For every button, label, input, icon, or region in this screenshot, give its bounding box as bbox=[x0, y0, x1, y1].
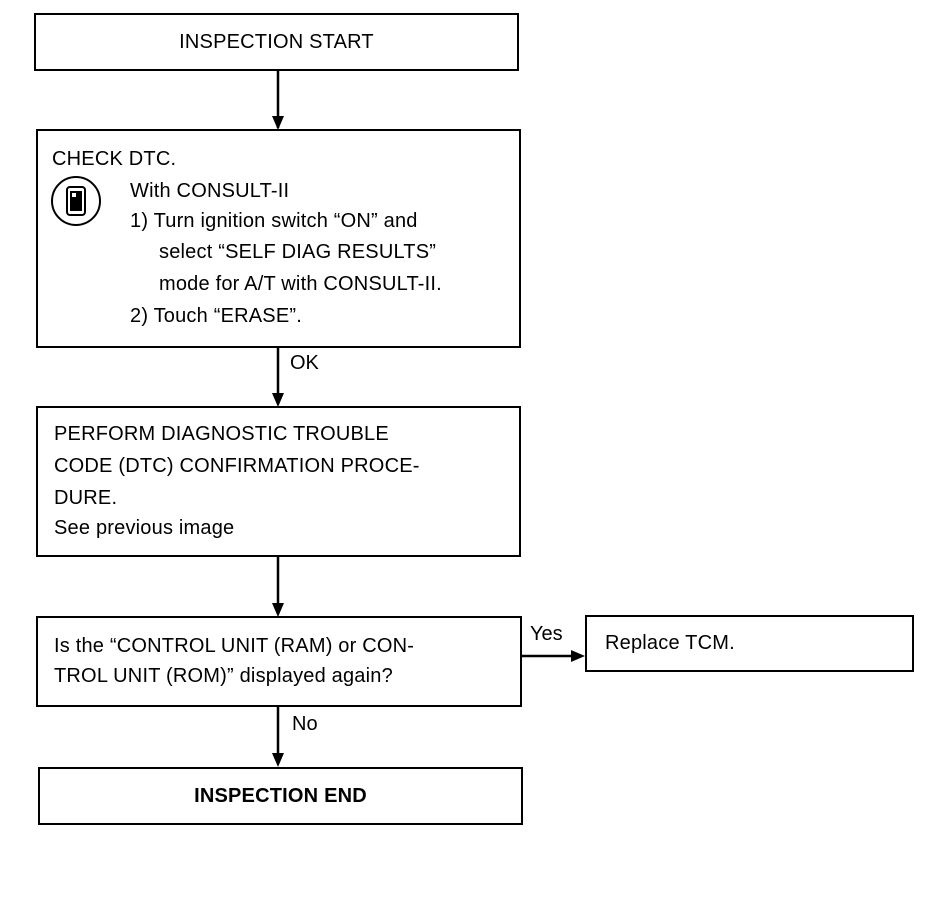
perform-line2: CODE (DTC) CONFIRMATION PROCE- bbox=[54, 455, 420, 477]
arrowhead-question-to-end bbox=[272, 753, 284, 767]
step1-line1: 1) Turn ignition switch “ON” and bbox=[130, 210, 418, 232]
arrowhead-start-to-check bbox=[272, 116, 284, 130]
replace-tcm-box: Replace TCM. bbox=[585, 615, 914, 672]
step1-line2: select “SELF DIAG RESULTS” bbox=[159, 241, 437, 263]
consult-ii-icon bbox=[51, 176, 101, 226]
question-line1: Is the “CONTROL UNIT (RAM) or CON- bbox=[54, 635, 415, 657]
step1-line3: mode for A/T with CONSULT-II. bbox=[159, 273, 442, 295]
end-box: INSPECTION END bbox=[38, 767, 523, 825]
arrowhead-perform-to-question bbox=[272, 603, 284, 617]
perform-line1: PERFORM DIAGNOSTIC TROUBLE bbox=[54, 423, 389, 445]
check-dtc-box: CHECK DTC. With CONSULT-II 1) Turn ignit… bbox=[36, 129, 521, 348]
with-consult-label: With CONSULT-II bbox=[130, 180, 290, 202]
edge-label-no: No bbox=[292, 713, 318, 735]
arrowhead-question-to-replace bbox=[571, 650, 585, 662]
arrowhead-check-to-perform bbox=[272, 393, 284, 407]
end-label: INSPECTION END bbox=[194, 785, 367, 807]
replace-tcm-label: Replace TCM. bbox=[605, 632, 735, 654]
question-line2: TROL UNIT (ROM)” displayed again? bbox=[54, 665, 393, 687]
perform-box: PERFORM DIAGNOSTIC TROUBLE CODE (DTC) CO… bbox=[36, 406, 521, 557]
question-box: Is the “CONTROL UNIT (RAM) or CON- TROL … bbox=[36, 616, 522, 707]
start-box: INSPECTION START bbox=[34, 13, 519, 71]
perform-line4: See previous image bbox=[54, 517, 235, 539]
edge-label-yes: Yes bbox=[530, 623, 563, 645]
start-label: INSPECTION START bbox=[179, 31, 374, 53]
perform-line3: DURE. bbox=[54, 487, 118, 509]
edge-label-ok: OK bbox=[290, 352, 319, 374]
check-dtc-title: CHECK DTC. bbox=[52, 148, 177, 170]
step2-line: 2) Touch “ERASE”. bbox=[130, 305, 302, 327]
